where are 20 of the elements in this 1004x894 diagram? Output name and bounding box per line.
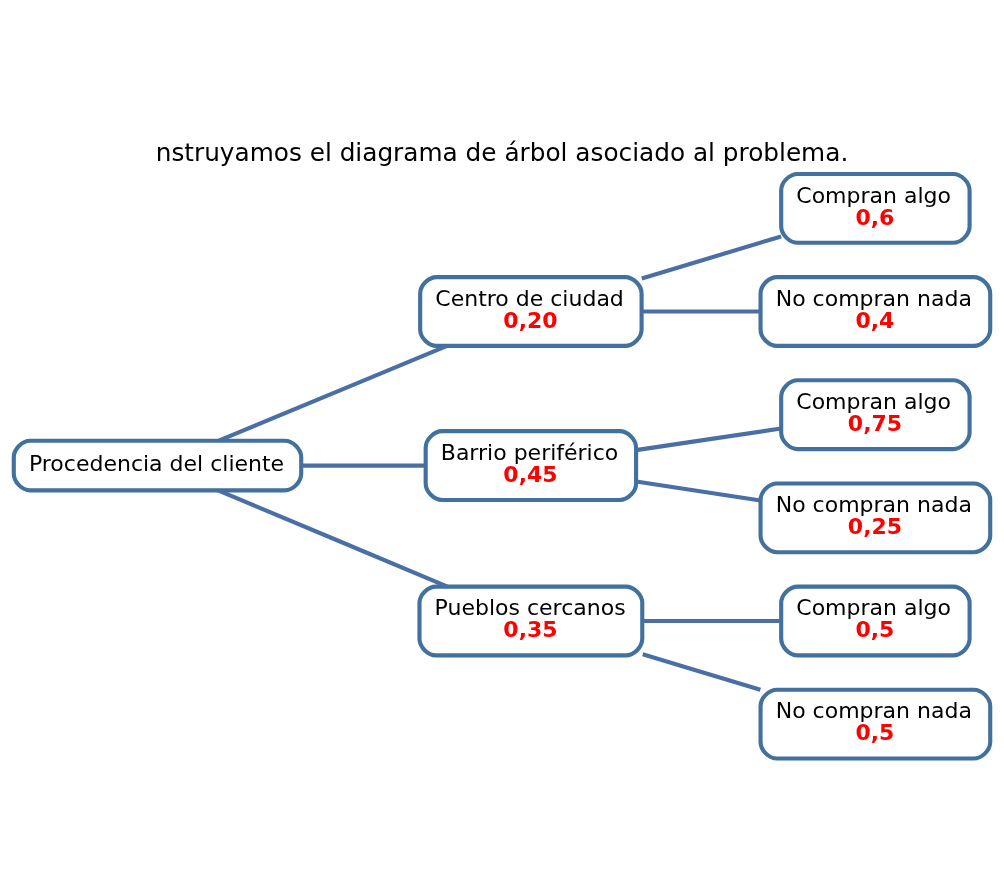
diagram-title: nstruyamos el diagrama de árbol asociado al problema.: [155, 137, 849, 167]
node-box: Barrio periférico 0,45: [423, 429, 639, 502]
connector: [218, 344, 448, 443]
node-box: Compran algo 0,6: [779, 171, 972, 245]
connector: [635, 426, 782, 453]
node-box: Compran algo 0,5: [779, 584, 972, 658]
node-box: Centro de ciudad 0,20: [418, 275, 644, 348]
node-box: Pueblos cercanos 0,35: [417, 584, 645, 658]
connector: [217, 488, 449, 589]
node-box: Procedencia del cliente: [11, 438, 304, 493]
connector: [642, 652, 761, 692]
connector: [641, 309, 761, 314]
node-box: No compran nada 0,4: [758, 275, 993, 348]
node-box: Compran algo 0,75: [779, 378, 972, 452]
node-box: No compran nada 0,5: [758, 687, 993, 761]
node-box: No compran nada 0,25: [758, 481, 993, 555]
connector: [641, 234, 782, 281]
connector: [635, 479, 761, 503]
connector: [642, 618, 782, 624]
connector: [301, 463, 426, 468]
